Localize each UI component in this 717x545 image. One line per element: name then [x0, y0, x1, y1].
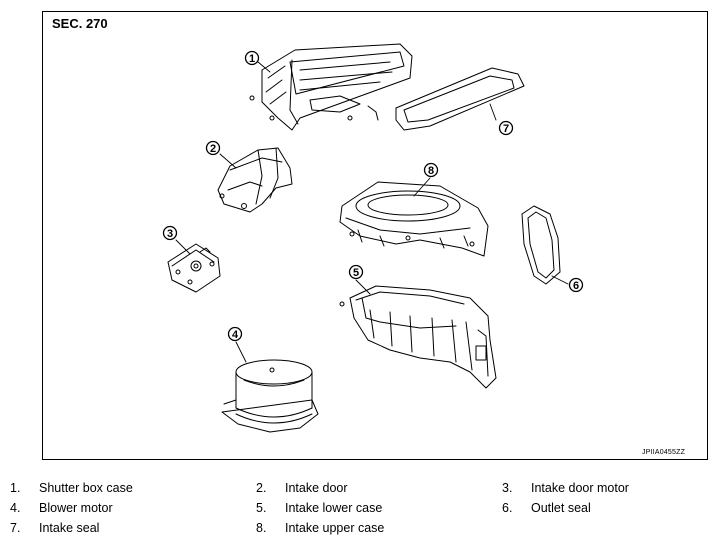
- svg-text:1: 1: [249, 53, 255, 65]
- svg-text:7: 7: [503, 123, 509, 135]
- callout-5: 5: [348, 264, 364, 280]
- part-outlet-seal: [521, 205, 561, 285]
- svg-text:3: 3: [167, 228, 173, 240]
- callout-3: 3: [162, 225, 178, 241]
- callout-1: 1: [244, 50, 260, 66]
- part-intake-door-motor: [167, 243, 221, 293]
- diagram-frame: [42, 11, 708, 460]
- reference-code: JPIIA0455ZZ: [642, 449, 686, 456]
- part-intake-seal: [395, 67, 525, 131]
- section-label: SEC. 270: [52, 16, 108, 31]
- svg-text:2: 2: [210, 143, 216, 155]
- leader-lines: [175, 61, 569, 363]
- callout-6: 6: [568, 277, 584, 293]
- part-shutter-box-case: [249, 43, 413, 131]
- part-intake-upper-case: [339, 181, 489, 257]
- part-blower-motor: [221, 359, 319, 433]
- svg-text:8: 8: [428, 165, 434, 177]
- callout-8: 8: [423, 162, 439, 178]
- svg-text:4: 4: [232, 329, 239, 341]
- part-intake-lower-case: [339, 285, 497, 389]
- svg-text:5: 5: [353, 267, 359, 279]
- callout-2: 2: [205, 140, 221, 156]
- part-intake-door: [217, 147, 293, 213]
- callout-7: 7: [498, 120, 514, 136]
- callout-4: 4: [227, 326, 243, 342]
- svg-text:6: 6: [573, 280, 579, 292]
